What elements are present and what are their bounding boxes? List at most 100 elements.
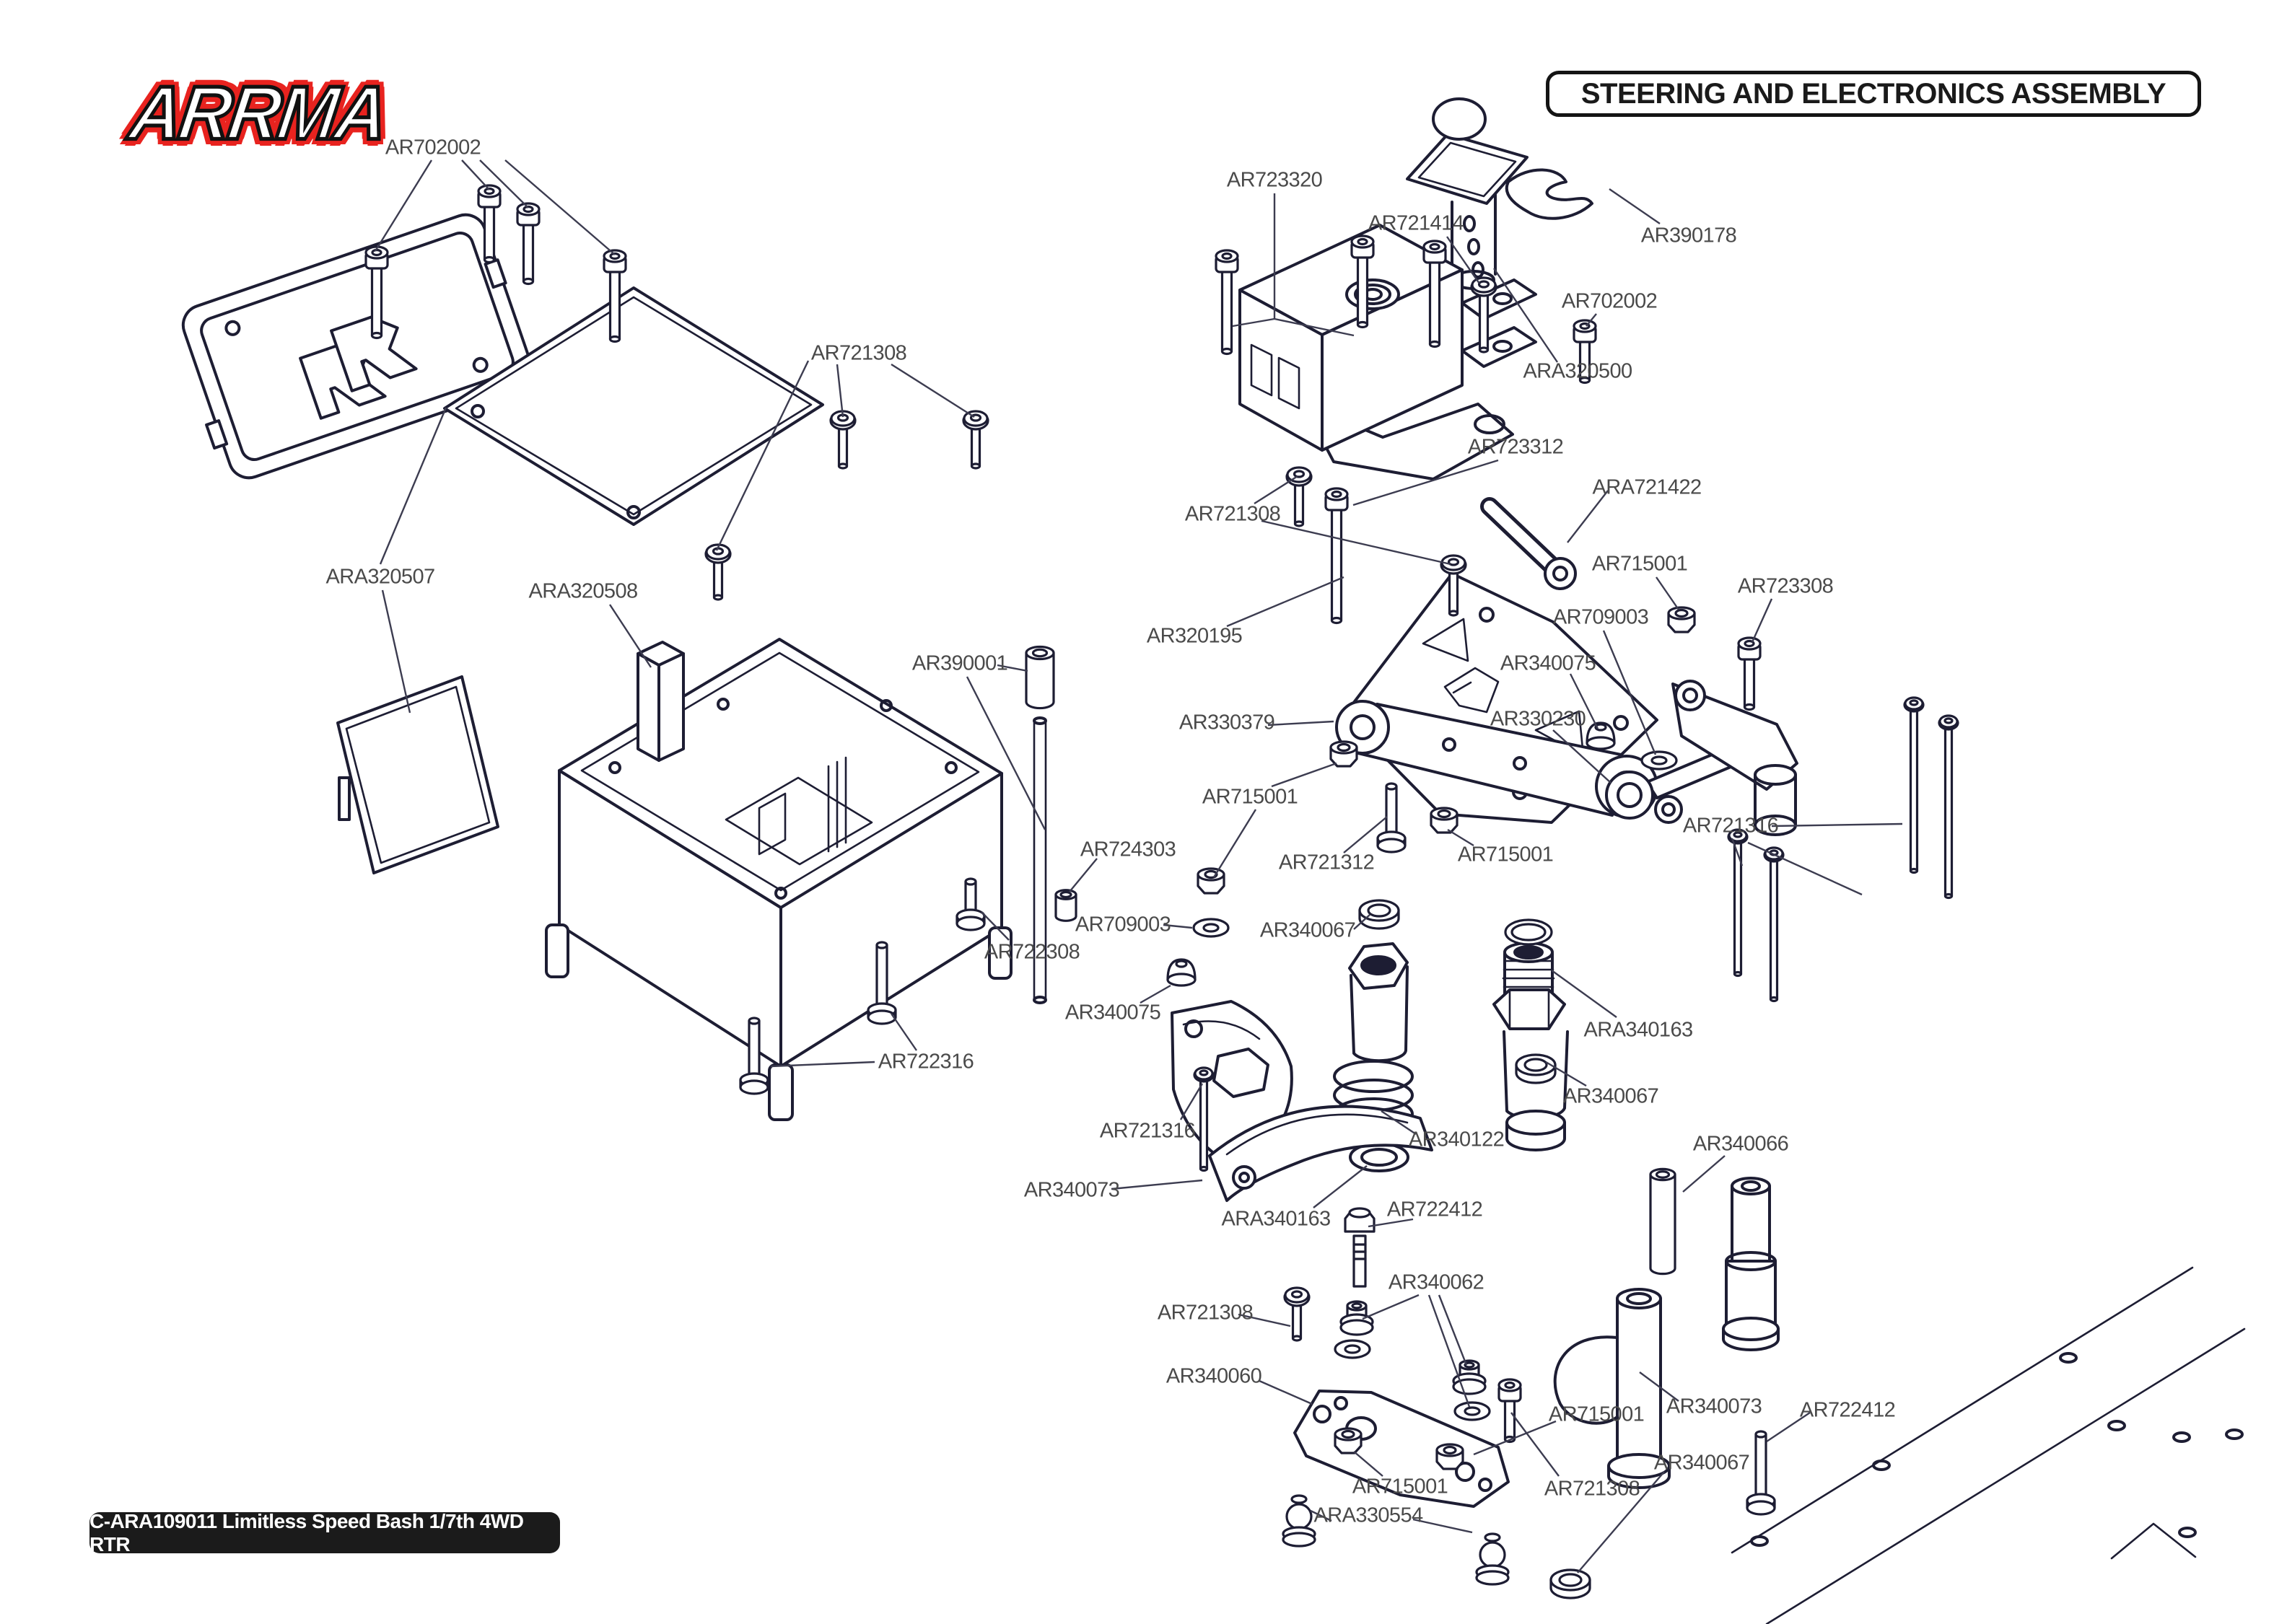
page-title: STEERING AND ELECTRONICS ASSEMBLY	[1580, 77, 2166, 110]
part-label-ar724303: AR724303	[1080, 838, 1176, 861]
receiver-box	[545, 638, 1013, 1121]
part-label-ara340163: ARA340163	[1221, 1207, 1331, 1231]
saver-tube	[1553, 1288, 1671, 1489]
part-label-ar723308: AR723308	[1737, 574, 1834, 598]
screw-glyph	[1573, 319, 1597, 385]
thin-glyph	[1193, 1066, 1215, 1172]
cyl-glyph	[1054, 889, 1077, 922]
esc-gasket	[443, 286, 824, 526]
kit-code-plate: C-ARA109011 Limitless Speed Bash 1/7th 4…	[89, 1509, 560, 1555]
hexbolt-glyph	[1344, 1207, 1376, 1288]
part-label-ar721308: AR721308	[810, 341, 907, 365]
part-label-ar340060: AR340060	[1166, 1364, 1262, 1388]
part-label-ar715001: AR715001	[1548, 1403, 1645, 1426]
cyl-glyph	[1025, 645, 1055, 710]
part-label-ara340163: ARA340163	[1583, 1018, 1694, 1042]
part-label-ar330230: AR330230	[1490, 707, 1586, 731]
ring-glyph	[1358, 899, 1400, 930]
part-label-ar340073: AR340073	[1023, 1178, 1120, 1202]
part-label-ar721308: AR721308	[1157, 1301, 1254, 1325]
nut-glyph	[1435, 1443, 1464, 1470]
antenna-tube	[1033, 716, 1047, 1004]
nut-glyph	[1430, 807, 1459, 834]
part-label-ar715001: AR715001	[1202, 785, 1298, 809]
button-glyph	[1285, 466, 1313, 527]
part-label-ara320507: ARA320507	[325, 565, 436, 589]
screw-glyph	[364, 245, 389, 340]
part-label-ar715001: AR715001	[1352, 1475, 1448, 1498]
part-label-ar390178: AR390178	[1640, 224, 1737, 247]
part-label-ar715001: AR715001	[1591, 552, 1688, 576]
part-label-ar340067: AR340067	[1562, 1084, 1659, 1108]
part-label-ar330379: AR330379	[1178, 711, 1275, 734]
ball-glyph	[1282, 1494, 1316, 1548]
saver-washer-large	[1349, 1142, 1409, 1172]
foam-block	[637, 641, 685, 762]
pin-glyph	[867, 941, 897, 1025]
nut-glyph	[1667, 606, 1696, 633]
part-label-ar390001: AR390001	[911, 651, 1008, 675]
fastener-glyphs	[364, 184, 1959, 1599]
part-label-ara330554: ARA330554	[1313, 1504, 1424, 1527]
pin-glyph	[1746, 1430, 1776, 1516]
nut-glyph	[1197, 867, 1225, 895]
part-label-ar709003: AR709003	[1075, 913, 1171, 936]
r-clip	[1505, 168, 1593, 220]
saver-hex-tube	[1348, 942, 1409, 1063]
part-label-ar715001: AR715001	[1457, 843, 1554, 866]
part-label-ar709003: AR709003	[1552, 605, 1649, 629]
kit-code-text: C-ARA109011 Limitless Speed Bash 1/7th 4…	[89, 1509, 524, 1555]
button-glyph	[704, 543, 732, 601]
button-glyph	[1440, 554, 1467, 617]
part-label-ar702002: AR702002	[1561, 289, 1658, 313]
servo-pushrod	[1480, 497, 1577, 590]
screw-glyph	[1737, 636, 1762, 711]
button-glyph	[1283, 1286, 1311, 1342]
screw-glyph	[603, 249, 627, 343]
part-label-ar340075: AR340075	[1500, 651, 1596, 675]
part-label-ara721422: ARA721422	[1592, 475, 1702, 499]
part-label-ar721316: AR721316	[1099, 1119, 1196, 1143]
part-label-ara320500: ARA320500	[1523, 359, 1633, 383]
title-box: STEERING AND ELECTRONICS ASSEMBLY	[1546, 71, 2201, 117]
part-label-ar722412: AR722412	[1386, 1198, 1483, 1221]
thin-glyph	[1903, 696, 1925, 874]
leader-lines	[374, 159, 1903, 1573]
part-label-ar340122: AR340122	[1408, 1128, 1505, 1151]
washer-glyph	[1334, 1339, 1371, 1359]
nut-glyph	[1334, 1427, 1363, 1454]
thin-glyph	[1727, 828, 1749, 978]
part-label-ar320195: AR320195	[1146, 624, 1243, 648]
screw-glyph	[1350, 234, 1375, 329]
part-label-ar340067: AR340067	[1259, 918, 1356, 942]
screw-glyph	[1422, 240, 1447, 348]
part-label-ar722412: AR722412	[1799, 1398, 1896, 1422]
thin-glyph	[1938, 714, 1959, 900]
part-label-ar721308: AR721308	[1184, 502, 1281, 526]
pin-glyph	[1376, 782, 1407, 853]
part-label-ar340066: AR340066	[1692, 1132, 1789, 1156]
part-label-ar722316: AR722316	[878, 1050, 974, 1074]
steering-post	[1406, 97, 1529, 290]
part-label-ar340075: AR340075	[1064, 1001, 1161, 1024]
nut-glyph	[1329, 740, 1358, 768]
bellcrank	[1671, 680, 1798, 836]
part-label-ar721312: AR721312	[1278, 851, 1375, 874]
screw-glyph	[477, 184, 502, 264]
horn-bracket	[1208, 1105, 1433, 1202]
bushF-glyph	[1339, 1300, 1374, 1336]
screw-glyph	[1215, 249, 1239, 356]
dome-glyph	[1586, 721, 1616, 750]
ball-glyph	[1475, 1532, 1510, 1586]
ring-glyph	[1515, 1053, 1557, 1084]
thin-glyph	[1763, 846, 1785, 1003]
part-label-ar340067: AR340067	[1653, 1451, 1750, 1475]
part-label-ar721316: AR721316	[1682, 814, 1779, 838]
part-drawings	[181, 97, 2246, 1624]
arrma-logo-text: ARRMA	[123, 69, 393, 157]
screw-glyph	[1497, 1378, 1522, 1444]
part-label-ar723312: AR723312	[1467, 435, 1564, 459]
washer-glyph	[1640, 750, 1678, 771]
